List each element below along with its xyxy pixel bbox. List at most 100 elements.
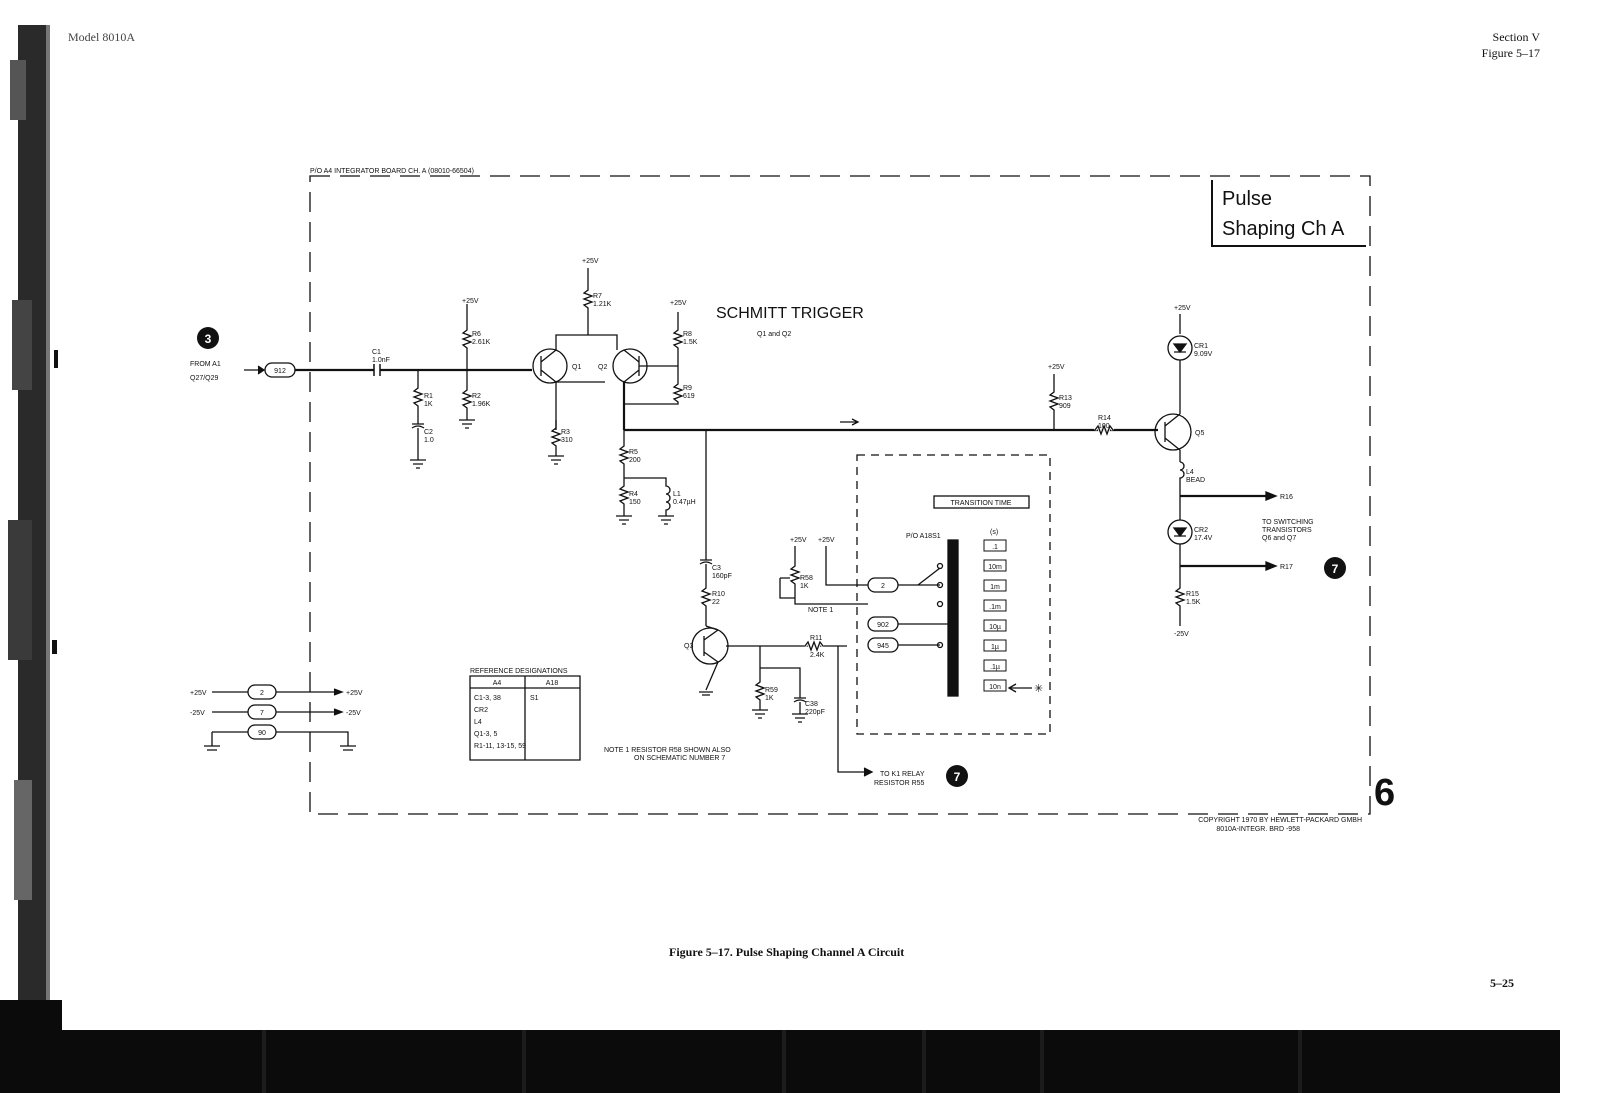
switch-wires: [898, 567, 948, 646]
tab-number: 6: [1374, 772, 1396, 814]
r3-symbol: [548, 420, 564, 465]
r16-label: R16: [1280, 494, 1293, 501]
r59-label: R59: [765, 687, 778, 694]
r58-feed-supply: +25V: [818, 537, 835, 544]
refdes-header: A18: [546, 680, 559, 687]
cr2-value: 17.4V: [1194, 535, 1213, 542]
refdes-cell: R1-11, 13-15, 59: [474, 743, 526, 750]
switch-star: ✳: [1034, 683, 1043, 695]
figure-caption: Figure 5–17. Pulse Shaping Channel A Cir…: [669, 945, 905, 959]
r8-symbol: [672, 312, 684, 370]
l4-symbol: [1179, 461, 1185, 496]
switch-contact: [936, 641, 944, 649]
r58-value: 1K: [800, 583, 809, 590]
switch-position-box: [983, 559, 1007, 572]
q3-symbol: [691, 627, 729, 665]
c1-label: C1: [372, 349, 381, 356]
r4-label: R4: [629, 491, 638, 498]
note-text-line2: ON SCHEMATIC NUMBER 7: [634, 755, 725, 762]
relay-wire: [837, 646, 870, 773]
r8-value: 1.5K: [683, 339, 698, 346]
c38-value: 220pF: [805, 709, 825, 716]
refdes-cell: CR2: [474, 707, 488, 714]
r58-label: R58: [800, 575, 813, 582]
supply-neg-right: -25V: [346, 710, 361, 717]
switch-position-box: [983, 679, 1007, 692]
r6-symbol: [461, 304, 473, 370]
refdes-cell: C1-3, 38: [474, 695, 501, 702]
page-number: 5–25: [1490, 976, 1514, 990]
switch-position-label: .1m: [989, 604, 1001, 611]
c2-symbol: [411, 423, 425, 429]
switch-position-label: 10m: [988, 564, 1002, 571]
switch-position-label: 1µ: [991, 644, 999, 651]
title-line1: Pulse: [1222, 188, 1272, 210]
r14-value: 100: [1098, 423, 1110, 430]
c38-label: C38: [805, 701, 818, 708]
r13-label: R13: [1059, 395, 1072, 402]
cr1-supply: +25V: [1174, 305, 1191, 312]
marker-7-label: 7: [1332, 562, 1339, 576]
switch-position-box: [983, 639, 1007, 652]
r9-symbol: [624, 370, 684, 405]
switch-pointer: [1007, 683, 1032, 693]
r9-value: 619: [683, 393, 695, 400]
r16-arrow: [1265, 491, 1278, 501]
note1-label: NOTE 1: [808, 607, 833, 614]
r58-supply: +25V: [790, 537, 807, 544]
supply-neg-left: -25V: [190, 710, 205, 717]
refdes-cell: L4: [474, 719, 482, 726]
c2-value: 1.0: [424, 437, 434, 444]
marker-3: [197, 327, 219, 349]
scan-binding-edge: [0, 25, 62, 1030]
cr2-symbol: [1172, 527, 1188, 538]
transition-time-box: [933, 495, 1030, 509]
r15-symbol: [1174, 566, 1186, 626]
connector-7-supply-label: 7: [260, 710, 264, 717]
r8-supply: +25V: [670, 300, 687, 307]
signal-arrow: [840, 418, 860, 426]
r9-label: R9: [683, 385, 692, 392]
marker-3-label: 3: [205, 332, 212, 346]
connector-7-supply: [247, 704, 277, 720]
relay-label1: TO K1 RELAY: [880, 771, 925, 778]
c3-value: 160pF: [712, 573, 732, 580]
r7-symbol: [582, 268, 594, 335]
r6-value: 2.61K: [472, 339, 491, 346]
r11-value: 2.4K: [810, 652, 825, 659]
switch-position-label: .1: [992, 544, 998, 551]
refdes-cell: S1: [530, 695, 539, 702]
c38-symbol: [760, 667, 808, 723]
switching-label2: TRANSISTORS: [1262, 527, 1312, 534]
switch-part-label: P/O A18S1: [906, 533, 941, 540]
r13-supply: +25V: [1048, 364, 1065, 371]
r59-symbol: [752, 646, 768, 719]
switch-position-label: 10n: [989, 684, 1001, 691]
q1-leads: [540, 349, 557, 383]
q2-leads: [623, 349, 640, 383]
r3-value: 310: [561, 437, 573, 444]
switch-wafer: [947, 539, 959, 697]
cr1-symbol: [1172, 343, 1188, 354]
r2-label: R2: [472, 393, 481, 400]
l1-value: 0.47µH: [673, 499, 696, 506]
input-label2: Q27/Q29: [190, 375, 219, 382]
r14-label: R14: [1098, 415, 1111, 422]
connector-902-label: 902: [877, 622, 889, 629]
connector-2-label: 2: [881, 583, 885, 590]
switch-position-box: [983, 619, 1007, 632]
schmitt-title: SCHMITT TRIGGER: [716, 305, 864, 322]
r13-value: 909: [1059, 403, 1071, 410]
r5-value: 200: [629, 457, 641, 464]
switch-contact: [936, 600, 944, 608]
scan-band-seam: [1298, 1030, 1302, 1093]
r13-symbol: [1048, 374, 1060, 430]
relay-label2: RESISTOR R55: [874, 780, 925, 787]
r15-value: 1.5K: [1186, 599, 1201, 606]
r8-label: R8: [683, 331, 692, 338]
supply-pos-left: +25V: [190, 690, 207, 697]
board-outline: [309, 175, 1371, 815]
switch-position-box: [983, 659, 1007, 672]
